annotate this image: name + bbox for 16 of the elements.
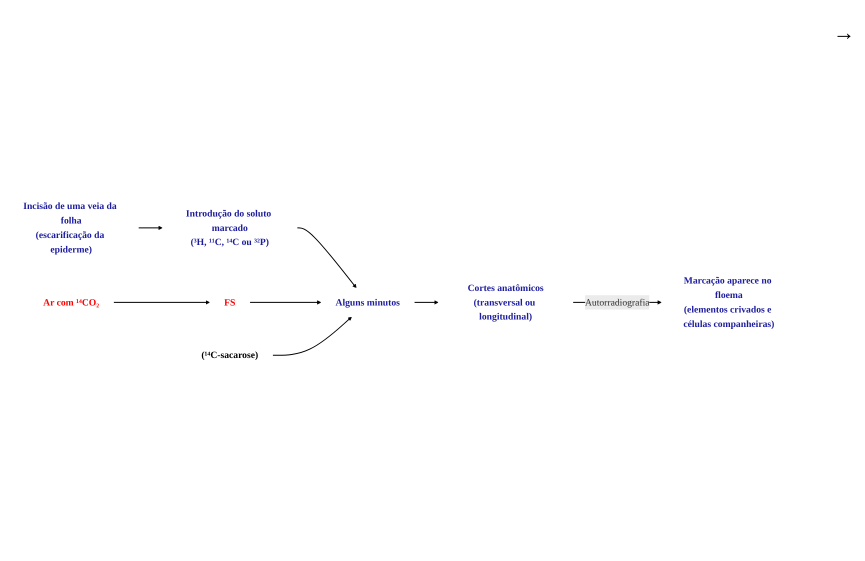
arrow: [414, 300, 439, 304]
arrow-symbol-text: →: [833, 20, 855, 46]
node-text: FS: [224, 296, 236, 308]
arrow: [296, 227, 357, 288]
node-text: Ar com ¹⁴CO₂: [43, 296, 100, 308]
node-text: Marcação aparece no floema (elementos crivados e células companheiras): [683, 275, 774, 330]
arrow: [113, 300, 210, 304]
node-text: Alguns minutos: [336, 296, 400, 308]
arrow: [272, 316, 352, 356]
arrow: [138, 226, 163, 230]
node-text: Cortes anatômicos (transversal ou longitudinal): [468, 282, 544, 322]
arrow: [249, 300, 322, 304]
node-text: Incisão de uma veia da folha (escarificação da epiderme): [23, 200, 117, 255]
node-text: Introdução do soluto marcado (³H, ¹¹C, ¹⁴C ou ³²P): [186, 208, 272, 248]
node-text: (¹⁴C-sacarose): [201, 350, 258, 360]
edge-label: Autorradiografia: [584, 296, 650, 308]
